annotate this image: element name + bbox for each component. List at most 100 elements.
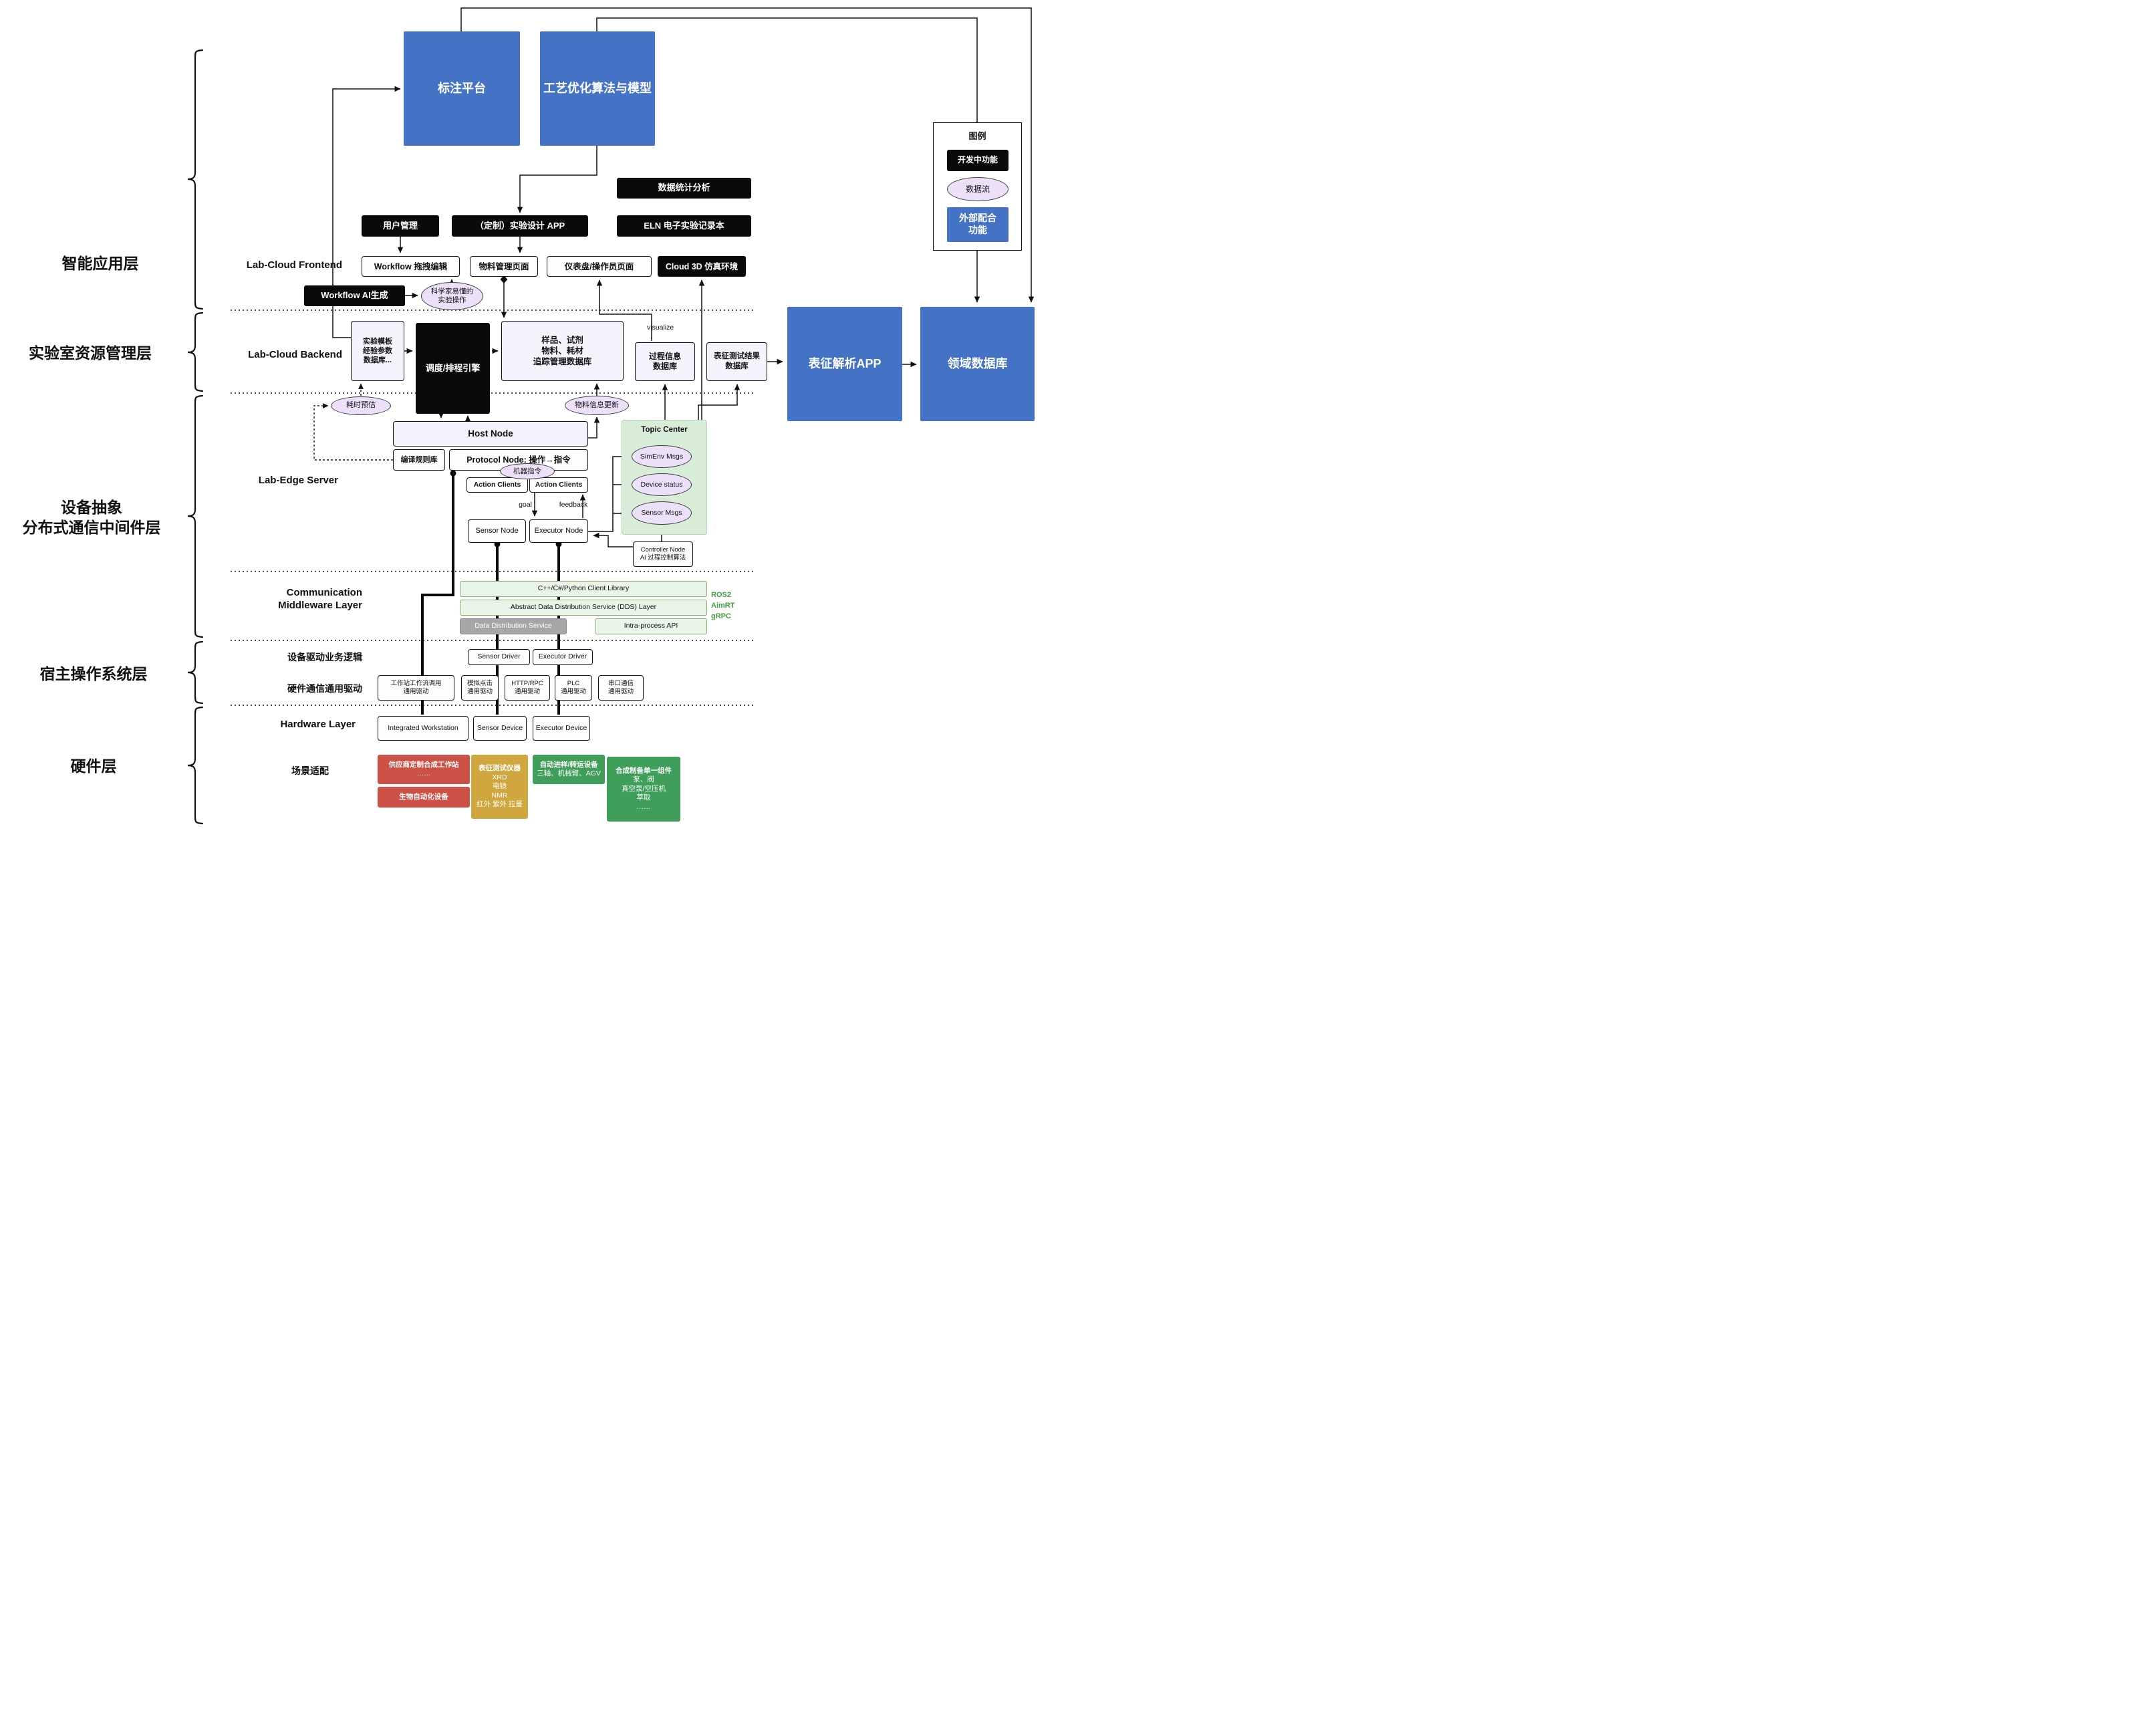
time-estimation-ellipse: 耗时预估 [331,396,391,415]
legend-external-line2: 功能 [968,225,987,235]
action-clients-left-box: Action Clients [466,477,528,493]
synthesis-item-vacuum: 真空泵/空压机 [622,784,666,793]
charact-result-db-box: 表征测试结果 数据库 [706,342,767,381]
http-rpc-driver-line2: 通用驱动 [514,688,540,695]
layer-label-device-abstraction-line2: 分布式通信中间件层 [22,518,161,536]
serial-driver-line2: 通用驱动 [608,688,634,695]
sample-db-line1: 样品、试剂 [541,336,583,345]
material-info-update-ellipse: 物料信息更新 [565,396,629,415]
workstation-driver-line2: 通用驱动 [403,688,429,695]
controller-node-line1: Controller Node [640,545,686,554]
transfer-equipment-title: 自动进样/转运设备 [539,760,598,769]
architecture-diagram: 智能应用层 实验室资源管理层 设备抽象 分布式通信中间件层 宿主操作系统层 硬件… [0,0,1049,839]
template-db-line2: 经验参数 [363,346,392,355]
layer-label-lab-resource: 实验室资源管理层 [29,344,152,362]
transfer-equipment-box: 自动进样/转运设备 三轴、机械臂、AGV [533,755,605,784]
annotation-platform-box: 标注平台 [404,31,520,146]
template-db-box: 实验模板 经验参数 数据库... [351,321,404,381]
process-info-db-line1: 过程信息 [648,351,681,361]
synthesis-item-pump-valve: 泵、阀 [633,775,654,784]
transfer-equipment-sub: 三轴、机械臂、AGV [537,769,601,777]
scientist-ops-line1: 科学家易懂的 [431,287,473,296]
middleware-tech-list: ROS2 AimRT gRPC [711,590,734,622]
sensor-device-box: Sensor Device [473,716,527,741]
middleware-label-line1: Communication [286,587,362,598]
synthesis-components-box: 合成制备单一组件 泵、阀 真空泵/空压机 萃取 …… [607,757,680,822]
user-management-box: 用户管理 [362,215,439,237]
template-db-line3: 数据库... [363,356,392,365]
ros2-label: ROS2 [711,591,731,599]
charact-instruments-box: 表征测试仪器 XRD 电镜 NMR 红外 紫外 拉曼 [471,755,528,819]
sample-tracking-db-box: 样品、试剂 物料、耗材 追踪管理数据库 [501,321,624,381]
layer-label-app: 智能应用层 [61,255,139,272]
simulated-click-driver-line2: 通用驱动 [466,688,493,695]
synthesis-item-more: …… [636,802,651,811]
sensor-node-box: Sensor Node [468,519,526,543]
process-info-db-line2: 数据库 [652,362,677,371]
intra-process-api-box: Intra-process API [595,618,707,634]
layer-separators [231,310,754,706]
serial-driver-line1: 串口通信 [608,679,634,687]
process-optimization-box: 工艺优化算法与模型 [540,31,655,146]
machine-instruction-ellipse: 机器指令 [500,463,555,479]
layer-label-hardware: 硬件层 [70,757,117,775]
layer-label-device-abstraction: 设备抽象 分布式通信中间件层 [5,498,178,538]
plc-driver-line1: PLC [567,679,580,687]
cloud-3d-sim-box: Cloud 3D 仿真环境 [658,256,746,277]
http-rpc-driver-box: HTTP/RPC 通用驱动 [505,675,550,701]
simulated-click-driver-box: 模拟点击 通用驱动 [461,675,499,701]
workflow-drag-edit-box: Workflow 拖拽编辑 [362,256,460,277]
layer-label-device-abstraction-line1: 设备抽象 [61,499,122,516]
executor-device-box: Executor Device [533,716,590,741]
driver-logic-label: 设备驱动业务逻辑 [287,652,362,662]
synthesis-item-extraction: 萃取 [636,793,651,802]
dds-service-box: Data Distribution Service [460,618,567,634]
scene-adaptation-label: 场景适配 [291,765,329,776]
serial-driver-box: 串口通信 通用驱动 [598,675,644,701]
sensor-driver-box: Sensor Driver [468,649,530,665]
legend-external-line1: 外部配合 [959,213,996,224]
middleware-section-label: Communication Middleware Layer [247,587,362,612]
vendor-workstation-line2: …… [416,769,431,777]
workflow-ai-gen-box: Workflow AI生成 [304,285,405,306]
legend-data-flow: 数据流 [947,177,1008,201]
charact-analysis-app-box: 表征解析APP [787,307,902,421]
feedback-label: feedback [559,501,588,509]
dds-abstract-layer-box: Abstract Data Distribution Service (DDS)… [460,600,707,616]
controller-node-box: Controller Node AI 过程控制算法 [633,541,693,567]
frontend-section-label: Lab-Cloud Frontend [246,259,342,271]
grpc-label: gRPC [711,612,731,620]
synthesis-components-title: 合成制备单一组件 [616,766,672,775]
action-clients-right-box: Action Clients [529,477,588,493]
http-rpc-driver-line1: HTTP/RPC [511,679,543,687]
host-node-box: Host Node [393,421,588,447]
charact-instruments-title: 表征测试仪器 [479,764,521,773]
device-status-ellipse: Device status [632,473,692,496]
simenv-msgs-ellipse: SimEnv Msgs [632,445,692,468]
template-db-line1: 实验模板 [363,337,392,346]
controller-node-line2: AI 过程控制算法 [640,554,686,562]
experiment-design-app-box: （定制）实验设计 APP [452,215,588,237]
plc-driver-line2: 通用驱动 [560,688,586,695]
estimation-dotted-links [313,383,393,461]
executor-node-box: Executor Node [529,519,588,543]
middleware-label-line2: Middleware Layer [278,599,362,611]
plc-driver-box: PLC 通用驱动 [555,675,592,701]
backend-section-label: Lab-Cloud Backend [248,349,342,360]
legend: 图例 开发中功能 数据流 外部配合 功能 [933,122,1022,251]
charact-result-db-line1: 表征测试结果 [714,352,760,361]
charact-result-db-line2: 数据库 [725,362,749,370]
hw-comm-driver-label: 硬件通信通用驱动 [287,683,362,694]
visualize-label: visualize [647,324,674,332]
charact-instrument-sem: 电镜 [493,782,507,791]
simulated-click-driver-line1: 模拟点击 [466,679,493,687]
scientist-ops-line2: 实验操作 [438,296,466,304]
client-library-box: C++/C#/Python Client Library [460,581,707,597]
goal-label: goal [519,501,532,509]
charact-instrument-nmr: NMR [491,791,508,800]
scientist-ops-ellipse: 科学家易懂的 实验操作 [421,282,483,310]
data-statistics-box: 数据统计分析 [617,178,751,199]
sample-db-line2: 物料、耗材 [541,346,583,356]
workstation-driver-line1: 工作站工作流调用 [390,679,442,687]
charact-instrument-spectro: 红外 紫外 拉曼 [477,800,523,809]
